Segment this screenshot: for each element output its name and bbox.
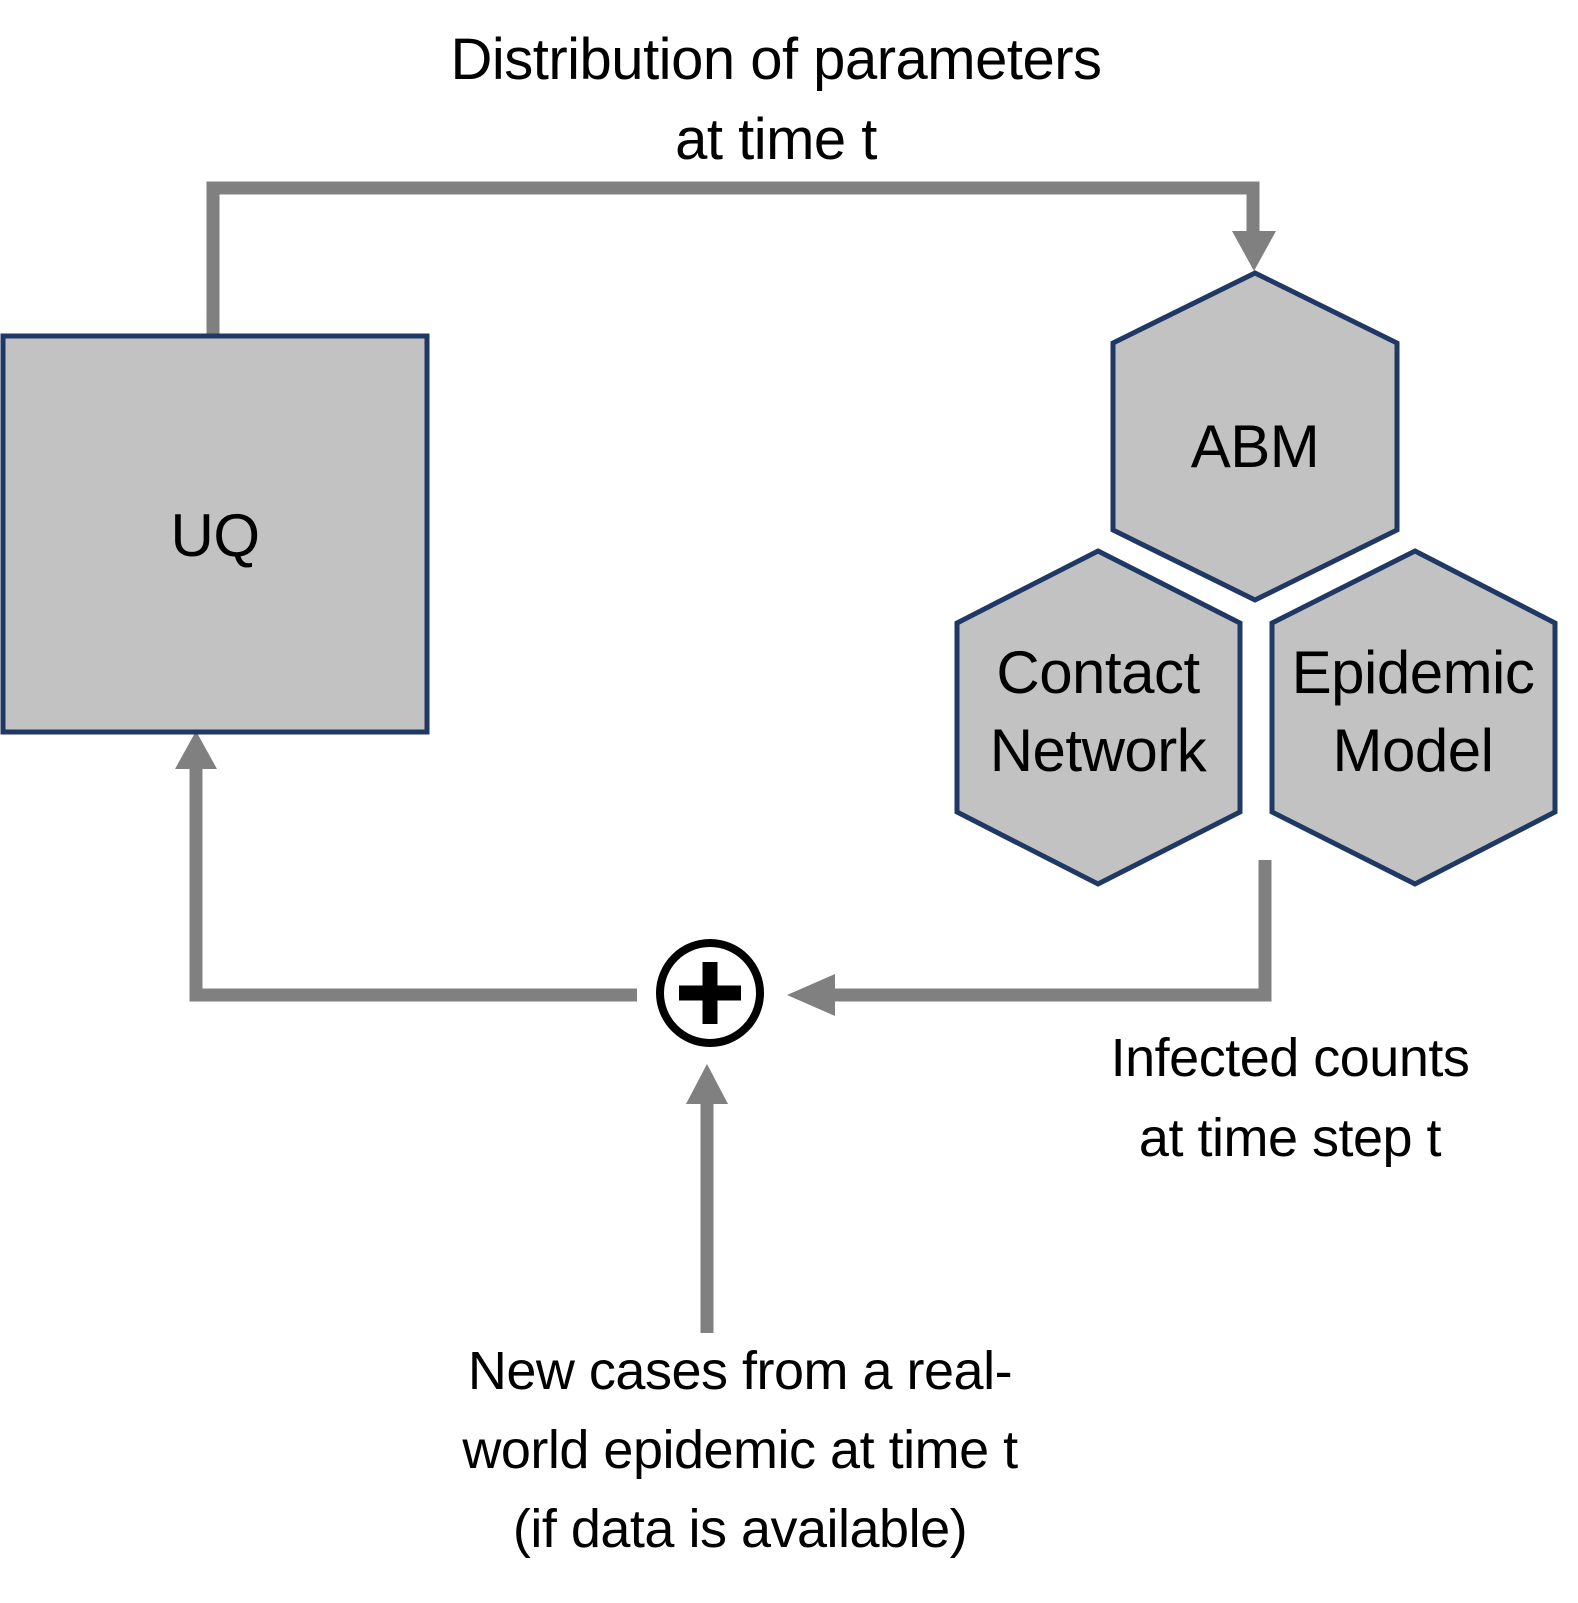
arrow-uq-to-abm [206, 181, 1276, 336]
epidemic-model-label-line1: Epidemic [1292, 639, 1535, 706]
infected-counts-line1: Infected counts [1111, 1028, 1470, 1088]
title-line2: at time t [675, 107, 877, 172]
new-cases-line1: New cases from a real- [468, 1341, 1012, 1401]
contact-network-hexagon: Contact Network [954, 548, 1243, 887]
arrow-sum-to-uq-line [189, 768, 637, 1002]
epidemic-model-hexagon-shape [1269, 548, 1558, 887]
arrowhead-down-icon [1232, 231, 1276, 271]
title: Distribution of parameters at time t [450, 27, 1102, 172]
uq-label: UQ [171, 502, 260, 569]
contact-network-hexagon-shape [954, 548, 1243, 887]
new-cases-line3: (if data is available) [513, 1499, 967, 1559]
arrowhead-left-icon [787, 974, 835, 1016]
arrow-newcases-to-sum [686, 1064, 728, 1333]
arrowhead-up-icon [175, 731, 217, 769]
new-cases-caption: New cases from a real- world epidemic at… [461, 1341, 1018, 1559]
epidemic-model-label-line2: Model [1333, 717, 1494, 784]
uq-box: UQ [0, 333, 430, 735]
plus-icon [679, 962, 741, 1024]
new-cases-line2: world epidemic at time t [461, 1420, 1018, 1480]
uq-rect [0, 333, 430, 735]
abm-hexagon-shape [1110, 270, 1400, 603]
infected-counts-caption: Infected counts at time step t [1111, 1028, 1470, 1168]
abm-label: ABM [1191, 413, 1320, 480]
arrow-model-to-sum [787, 860, 1272, 1016]
arrow-uq-to-abm-line [206, 181, 1260, 336]
arrow-sum-to-uq [175, 731, 637, 1002]
epidemic-model-hexagon: Epidemic Model [1269, 548, 1558, 887]
contact-network-label-line2: Network [990, 717, 1208, 784]
sum-node [656, 939, 764, 1047]
contact-network-label-line1: Contact [996, 639, 1200, 706]
infected-counts-line2: at time step t [1139, 1108, 1442, 1168]
arrow-model-to-sum-line [833, 860, 1272, 1002]
arrowhead-up-icon [686, 1064, 728, 1104]
title-line1: Distribution of parameters [450, 27, 1101, 92]
abm-hexagon: ABM [1110, 270, 1400, 603]
